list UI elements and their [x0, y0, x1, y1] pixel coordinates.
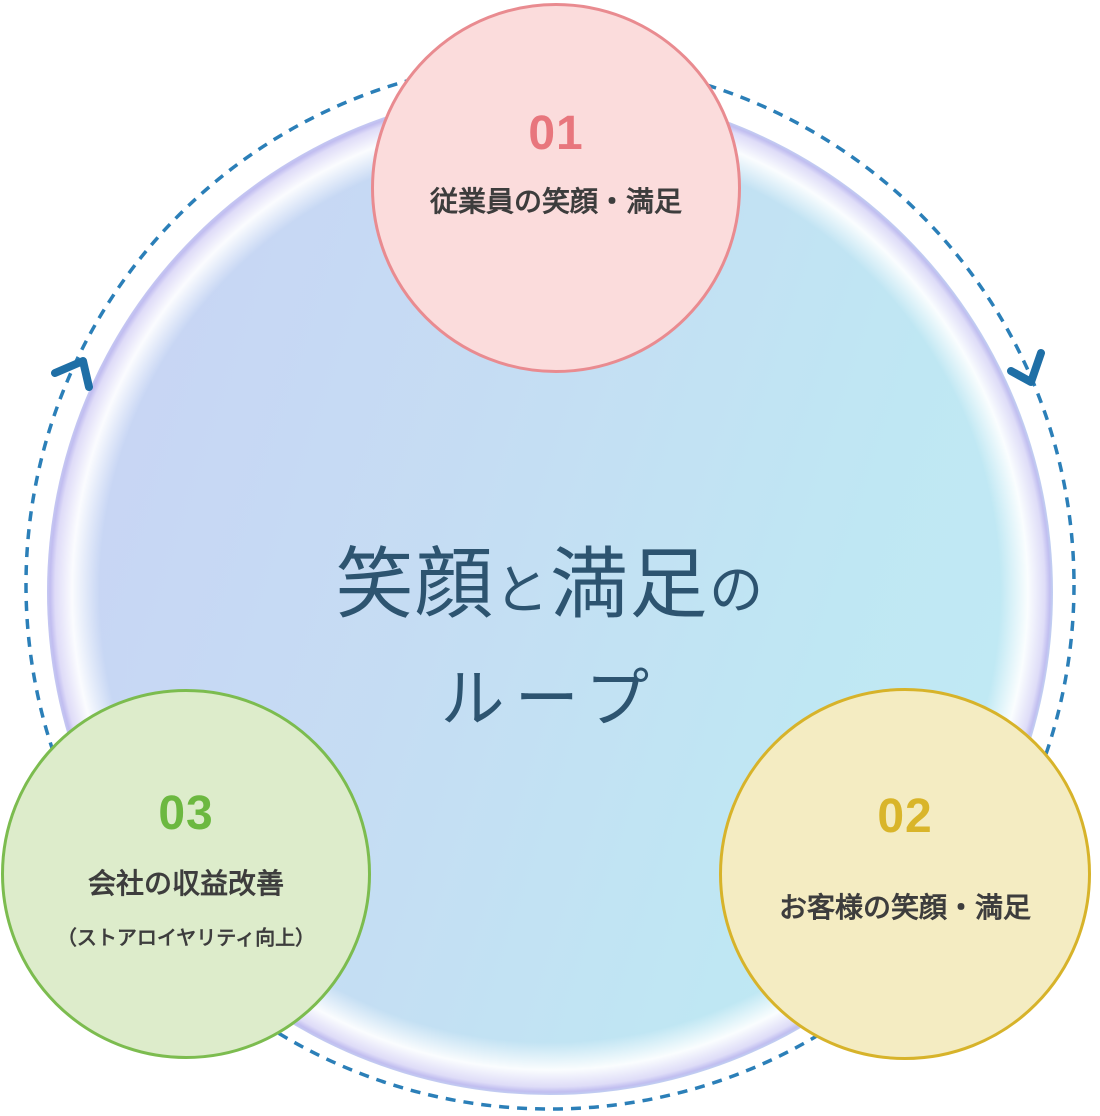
clockwise-arrow-left-icon	[51, 357, 93, 391]
step-label-01: 従業員の笑顔・満足	[429, 186, 683, 218]
step-number-01: 01	[528, 107, 584, 160]
center-title-particle-no: の	[709, 560, 765, 621]
step-circle-01-employee: 01 従業員の笑顔・満足	[371, 3, 741, 373]
center-title-word-smile: 笑顔	[335, 541, 495, 628]
step-circle-02-customer: 02 お客様の笑顔・満足	[719, 688, 1091, 1060]
center-title-line2: ループ	[440, 664, 660, 735]
step-number-02: 02	[877, 790, 933, 843]
center-title-word-satisfaction: 満足	[550, 541, 710, 628]
step-sublabel-03: （ストアロイヤリティ向上）	[56, 927, 316, 950]
step-label-02: お客様の笑顔・満足	[778, 892, 1032, 924]
center-title-line1: 笑顔と満足の	[0, 546, 1100, 624]
step-circle-03-company-profit: 03 会社の収益改善 （ストアロイヤリティ向上）	[1, 689, 371, 1059]
step-number-03: 03	[158, 787, 214, 840]
clockwise-arrow-right-icon	[1007, 349, 1045, 386]
center-title-particle-to: と	[494, 560, 550, 621]
step-label-03: 会社の収益改善	[87, 868, 285, 900]
